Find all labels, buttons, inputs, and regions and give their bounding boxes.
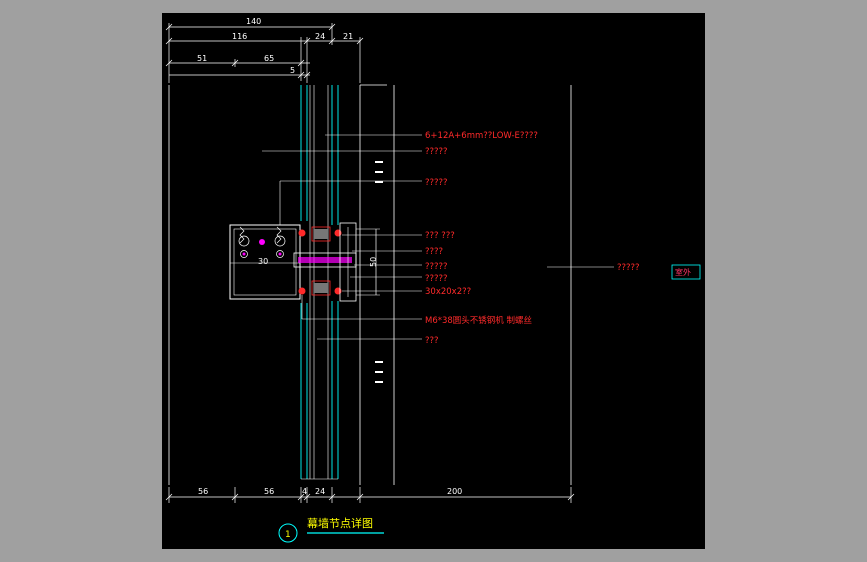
outside-tag: 室外: [675, 267, 691, 277]
dim-51: 51: [197, 54, 207, 63]
dim-30: 30: [258, 257, 268, 266]
detail-number: 1: [285, 530, 291, 540]
label-8: 30x20x2??: [425, 287, 471, 297]
label-3: ?????: [425, 178, 448, 188]
label-9: M6*38圆头不锈钢机 制螺丝: [425, 315, 533, 326]
dim-4: 4: [302, 487, 307, 496]
label-glass: 6+12A+6mm??LOW-E????: [425, 131, 538, 141]
dim-21: 21: [343, 32, 353, 41]
label-10: ???: [425, 336, 439, 346]
reference-lines: [168, 84, 572, 485]
detail-number-circle: [278, 523, 298, 543]
label-11: ?????: [617, 263, 640, 273]
arrow-marks: [375, 161, 383, 383]
dim-50: 50: [369, 257, 378, 267]
dim-140: 140: [246, 17, 261, 26]
leader-lines: [262, 134, 614, 340]
label-6: ?????: [425, 262, 448, 272]
dim-5: 5: [290, 66, 295, 75]
spacer-lines: [301, 85, 338, 480]
detail-title: 幕墙节点详图: [307, 516, 373, 530]
dim-24-bottom: 24: [315, 487, 325, 496]
detail-drawing: 140 116 24 21 51 65 5: [165, 17, 701, 543]
dim-200: 200: [447, 487, 462, 496]
dim-116: 116: [232, 32, 247, 41]
dim-56-a: 56: [198, 487, 208, 496]
label-5: ????: [425, 247, 443, 257]
label-7: ?????: [425, 274, 448, 284]
top-dimension-lines: [165, 23, 364, 83]
label-2: ?????: [425, 147, 448, 157]
glass-panes: [300, 85, 339, 479]
bottom-dimension-lines: [165, 487, 575, 503]
transom-detail: 30 50: [229, 222, 380, 302]
drawing-sheet: 140 116 24 21 51 65 5: [162, 13, 705, 549]
dim-24: 24: [315, 32, 325, 41]
dim-56-b: 56: [264, 487, 274, 496]
outside-tag-box: [671, 264, 701, 280]
label-4: ??? ???: [425, 231, 455, 241]
dim-65: 65: [264, 54, 274, 63]
